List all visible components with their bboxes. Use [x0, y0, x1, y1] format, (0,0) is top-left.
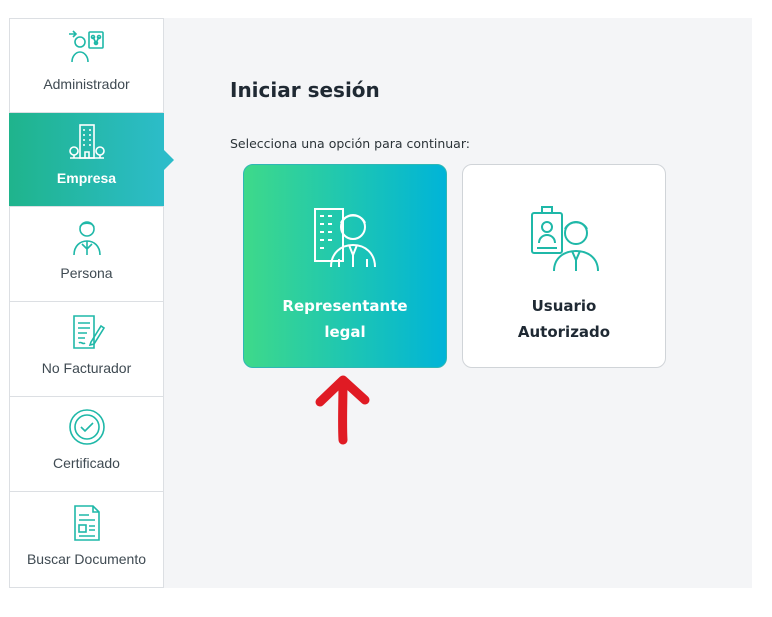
sidebar-item-no-facturador[interactable]: No Facturador	[10, 303, 163, 397]
sidebar-item-label: Administrador	[43, 76, 130, 92]
option-usuario-autorizado-card[interactable]: Usuario Autorizado	[462, 164, 666, 368]
login-type-sidebar: Administrador Empresa Persona	[9, 18, 174, 588]
document-search-icon	[67, 503, 107, 543]
sidebar-item-label: No Facturador	[41, 360, 132, 376]
certificate-badge-icon	[67, 407, 107, 447]
sidebar-item-label: Empresa	[56, 170, 117, 186]
document-pen-icon	[67, 312, 107, 352]
sidebar-item-label: Buscar Documento	[26, 551, 147, 567]
sidebar-item-persona[interactable]: Persona	[10, 208, 163, 302]
person-icon	[67, 217, 107, 257]
annotation-arrow-icon	[315, 375, 370, 445]
sidebar-item-empresa[interactable]: Empresa	[9, 113, 174, 207]
option-label: Representante legal	[282, 297, 408, 341]
page-title: Iniciar sesión	[230, 78, 380, 102]
authorized-user-badge-icon	[524, 199, 604, 279]
sidebar-item-certificado[interactable]: Certificado	[10, 398, 163, 492]
legal-representative-icon	[305, 199, 385, 279]
sidebar-item-label: Persona	[60, 265, 113, 281]
admin-network-icon	[67, 28, 107, 68]
sidebar-item-administrador[interactable]: Administrador	[10, 19, 163, 113]
page-subtitle: Selecciona una opción para continuar:	[230, 136, 470, 151]
option-label: Usuario Autorizado	[517, 297, 611, 341]
sidebar-item-buscar-documento[interactable]: Buscar Documento	[10, 493, 163, 587]
option-representante-legal-card[interactable]: Representante legal	[243, 164, 447, 368]
sidebar-item-label: Certificado	[53, 455, 120, 471]
building-icon	[67, 122, 107, 162]
